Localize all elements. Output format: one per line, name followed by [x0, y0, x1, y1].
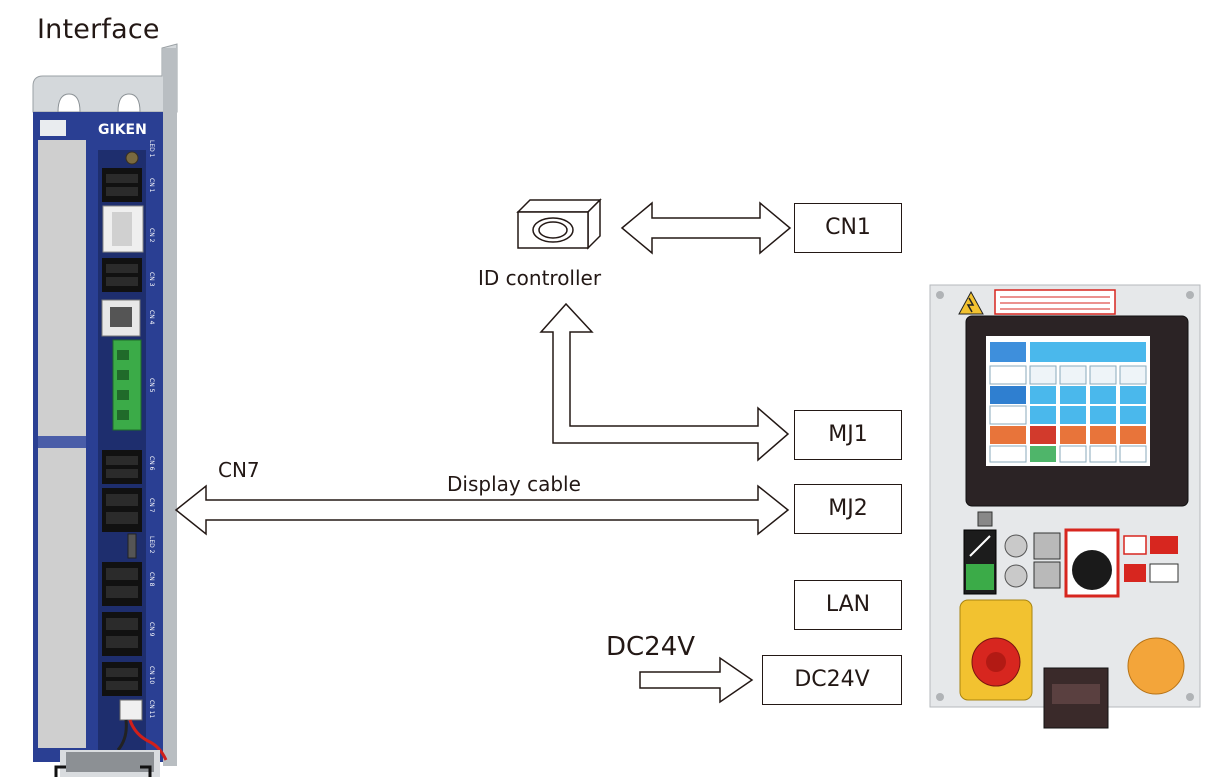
cn10-label: CN 10 [148, 666, 155, 685]
mj1-port-label: MJ1 [828, 422, 868, 447]
cn8-label: CN 8 [148, 572, 155, 587]
lan-port-box: LAN [794, 580, 902, 630]
id-cn1-double-arrow [620, 201, 792, 255]
dc24v-port-label: DC24V [794, 667, 870, 692]
dc24v-input-label: DC24V [606, 632, 696, 662]
display-cable-label: Display cable [447, 472, 581, 496]
id-controller-label: ID controller [478, 266, 602, 290]
cn2-label: CN 2 [148, 228, 155, 243]
diagram-title: Interface [37, 14, 160, 45]
led1-label: LED 1 [148, 140, 155, 158]
mj2-port-label: MJ2 [828, 496, 868, 521]
id-controller-icon [516, 198, 602, 250]
mj1-port-box: MJ1 [794, 410, 902, 460]
cn11-label: CN 11 [148, 700, 155, 719]
dc24v-port-box: DC24V [762, 655, 902, 705]
cn7-small-label: CN 7 [148, 498, 155, 513]
lan-port-label: LAN [825, 592, 871, 617]
cn7-label: CN7 [218, 458, 260, 482]
connector-labels: LED 1 CN 1 CN 2 CN 3 CN 4 CN 5 CN 6 CN 7… [148, 140, 162, 740]
mj1-id-controller-arrow [539, 302, 790, 462]
display-cable-double-arrow [174, 484, 790, 536]
mj2-port-box: MJ2 [794, 484, 902, 534]
cn1-port-label: CN1 [825, 215, 871, 240]
cn1-label: CN 1 [148, 178, 155, 193]
cn5-label: CN 5 [148, 378, 155, 393]
cn3-label: CN 3 [148, 272, 155, 287]
dc24v-input-arrow [639, 656, 754, 704]
cn4-label: CN 4 [148, 310, 155, 325]
cn1-port-box: CN1 [794, 203, 902, 253]
led2-label: LED 2 [148, 536, 155, 554]
cn9-label: CN 9 [148, 622, 155, 637]
brand-label: GIKEN [98, 122, 147, 138]
cn6-label: CN 6 [148, 456, 155, 471]
